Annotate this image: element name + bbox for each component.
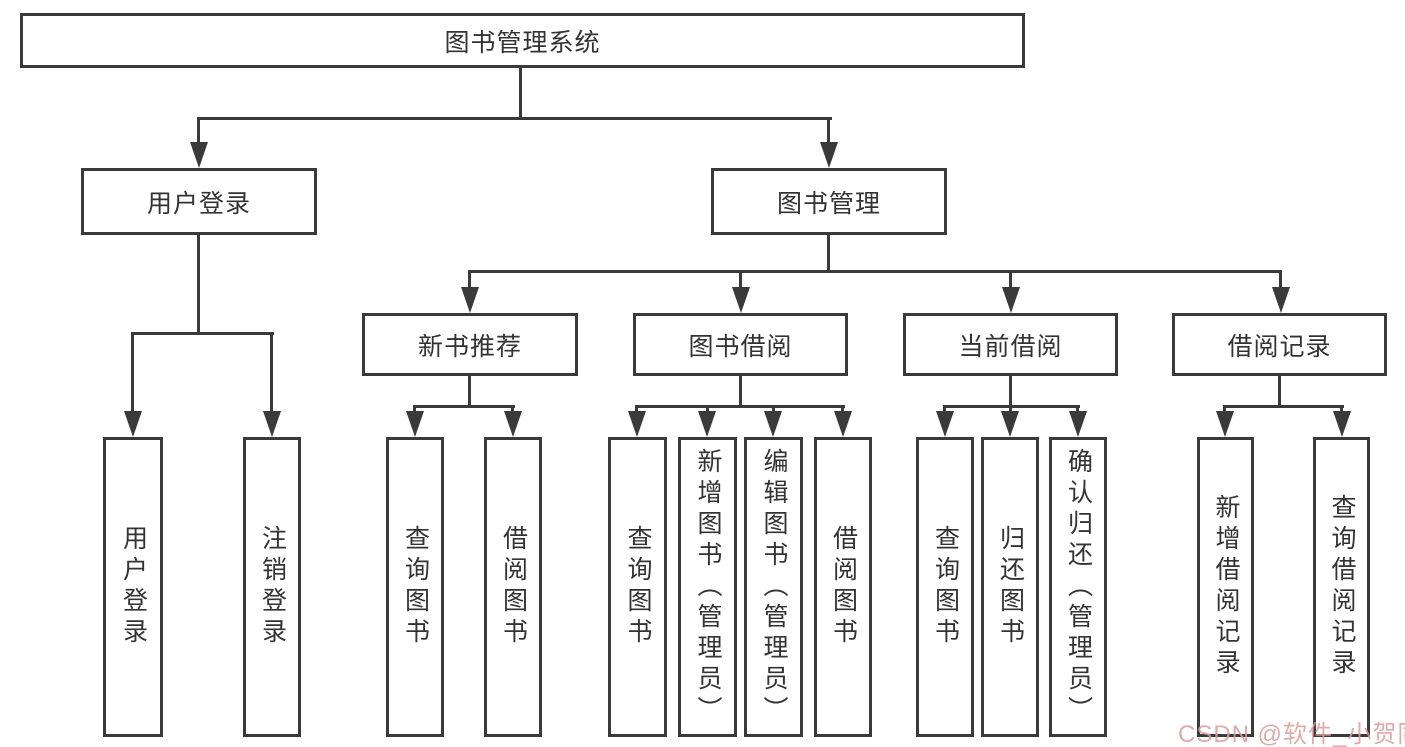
arrowhead-icon bbox=[1272, 287, 1290, 313]
connector-line bbox=[1279, 270, 1282, 290]
leaf-query-books-recommend: 查询图书 bbox=[386, 437, 444, 737]
leaf-query-books-current: 查询图书 bbox=[916, 437, 974, 737]
connector-line bbox=[197, 117, 200, 145]
connector-line bbox=[739, 270, 742, 290]
arrowhead-icon bbox=[1216, 411, 1234, 437]
connector-line bbox=[131, 332, 134, 414]
node-current-borrow: 当前借阅 bbox=[903, 313, 1118, 376]
leaf-query-borrow-record: 查询借阅记录 bbox=[1313, 437, 1370, 737]
connector-line bbox=[197, 233, 200, 335]
arrowhead-icon bbox=[820, 142, 838, 168]
connector-line bbox=[635, 405, 845, 408]
arrowhead-icon bbox=[834, 411, 852, 437]
arrowhead-icon bbox=[1069, 411, 1087, 437]
arrowhead-icon bbox=[124, 411, 142, 437]
node-borrow-records: 借阅记录 bbox=[1172, 313, 1387, 376]
connector-line bbox=[841, 405, 844, 415]
node-root-system: 图书管理系统 bbox=[20, 13, 1025, 68]
leaf-edit-book-admin: 编辑图书（管理员） bbox=[744, 437, 803, 737]
leaf-add-borrow-record: 新增借阅记录 bbox=[1197, 437, 1254, 737]
leaf-borrow-books: 借阅图书 bbox=[814, 437, 872, 737]
connector-line bbox=[511, 405, 514, 415]
leaf-add-book-admin: 新增图书（管理员） bbox=[678, 437, 737, 737]
arrowhead-icon bbox=[190, 142, 208, 168]
leaf-query-books-borrow: 查询图书 bbox=[608, 437, 667, 737]
node-new-book-recommend: 新书推荐 bbox=[362, 313, 578, 376]
node-book-management: 图书管理 bbox=[711, 168, 947, 235]
connector-line bbox=[413, 405, 416, 415]
connector-line bbox=[772, 405, 775, 415]
connector-line bbox=[468, 270, 471, 290]
connector-line bbox=[739, 374, 742, 408]
connector-line bbox=[1009, 270, 1012, 290]
arrowhead-icon bbox=[936, 411, 954, 437]
leaf-confirm-return-admin: 确认归还（管理员） bbox=[1049, 437, 1107, 737]
leaf-user-login: 用户登录 bbox=[103, 437, 163, 737]
arrowhead-icon bbox=[698, 411, 716, 437]
connector-line bbox=[827, 117, 830, 145]
connector-line bbox=[827, 233, 830, 272]
node-book-borrow: 图书借阅 bbox=[633, 313, 848, 376]
connector-line bbox=[706, 405, 709, 415]
arrowhead-icon bbox=[764, 411, 782, 437]
arrowhead-icon bbox=[263, 411, 281, 437]
arrowhead-icon bbox=[628, 411, 646, 437]
connector-line bbox=[1076, 405, 1079, 415]
connector-line bbox=[1223, 405, 1226, 415]
connector-line bbox=[1340, 405, 1343, 415]
connector-line bbox=[635, 405, 638, 415]
arrowhead-icon bbox=[1001, 411, 1019, 437]
leaf-borrow-books-recommend: 借阅图书 bbox=[484, 437, 542, 737]
connector-line bbox=[1223, 405, 1344, 408]
connector-line bbox=[131, 332, 274, 335]
connector-line bbox=[413, 405, 515, 408]
arrowhead-icon bbox=[1333, 411, 1351, 437]
arrowhead-icon bbox=[461, 287, 479, 313]
node-user-login: 用户登录 bbox=[81, 168, 317, 235]
csdn-watermark: CSDN @软件_小贺同学 bbox=[1178, 721, 1405, 747]
leaf-return-book: 归还图书 bbox=[981, 437, 1039, 737]
connector-line bbox=[1009, 405, 1012, 415]
connector-line bbox=[197, 117, 832, 120]
leaf-logout: 注销登录 bbox=[243, 437, 301, 737]
arrowhead-icon bbox=[732, 287, 750, 313]
connector-line bbox=[1009, 374, 1012, 408]
arrowhead-icon bbox=[1002, 287, 1020, 313]
arrowhead-icon bbox=[406, 411, 424, 437]
connector-line bbox=[270, 332, 273, 414]
arrowhead-icon bbox=[504, 411, 522, 437]
connector-line bbox=[1278, 374, 1281, 408]
connector-line bbox=[519, 66, 522, 119]
connector-line bbox=[943, 405, 946, 415]
connector-line bbox=[468, 270, 1282, 273]
connector-line bbox=[468, 374, 471, 408]
